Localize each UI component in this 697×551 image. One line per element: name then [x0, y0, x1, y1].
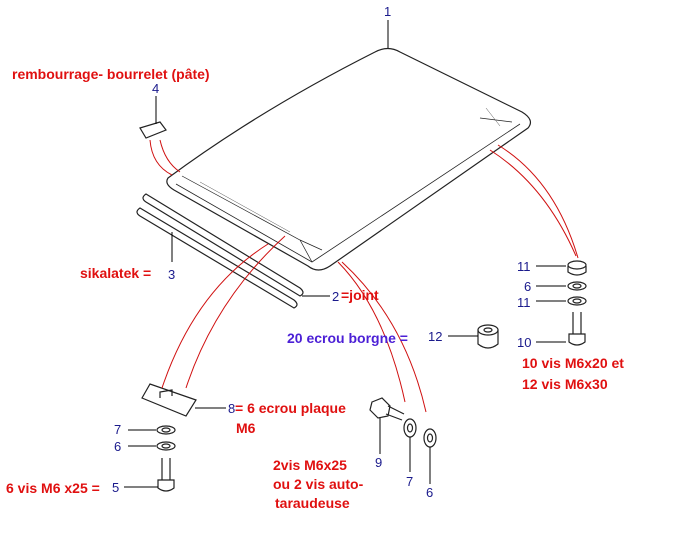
seal-strip: [142, 193, 304, 297]
cap-nut-annotation: 20 ecrou borgne =: [287, 330, 408, 346]
part-number-4: 4: [152, 81, 160, 96]
part-number-6: 6: [426, 485, 434, 500]
part-number-8: 8: [228, 401, 236, 416]
joint-annotation: =joint: [341, 287, 379, 303]
part-number-3: 3: [168, 267, 176, 282]
plate-nut-annotation-2: M6: [236, 420, 256, 436]
part-number-2: 2: [332, 289, 340, 304]
plate-nut-annotation: = 6 ecrou plaque: [235, 400, 346, 416]
pad-part: [139, 121, 167, 139]
part-number-12: 12: [428, 329, 443, 344]
part-number-11: 11: [517, 295, 531, 310]
screws-right-annotation-2: 12 vis M6x30: [522, 376, 608, 392]
sikalatek-annotation: sikalatek =: [80, 265, 152, 281]
screws-mid-annotation-3: taraudeuse: [275, 495, 350, 511]
part-number-9: 9: [375, 455, 383, 470]
part-number-7: 7: [114, 422, 122, 437]
sikalatek-strip: [136, 207, 298, 309]
part-number-6: 6: [114, 439, 122, 454]
padding-annotation: rembourrage- bourrelet (pâte): [12, 66, 210, 82]
screws-mid-annotation-2: ou 2 vis auto-: [273, 476, 364, 492]
screws-mid-annotation: 2vis M6x25: [273, 457, 347, 473]
screws-right-annotation: 10 vis M6x20 et: [522, 355, 624, 371]
part-number-11: 11: [517, 259, 531, 274]
part-number-1: 1: [384, 4, 392, 19]
part-number-6: 6: [524, 279, 532, 294]
part-number-7: 7: [406, 474, 414, 489]
part-number-10: 10: [517, 335, 532, 350]
part-number-5: 5: [112, 480, 120, 495]
roof-panel: [166, 47, 532, 271]
screws-left-annotation: 6 vis M6 x25 =: [6, 480, 100, 496]
